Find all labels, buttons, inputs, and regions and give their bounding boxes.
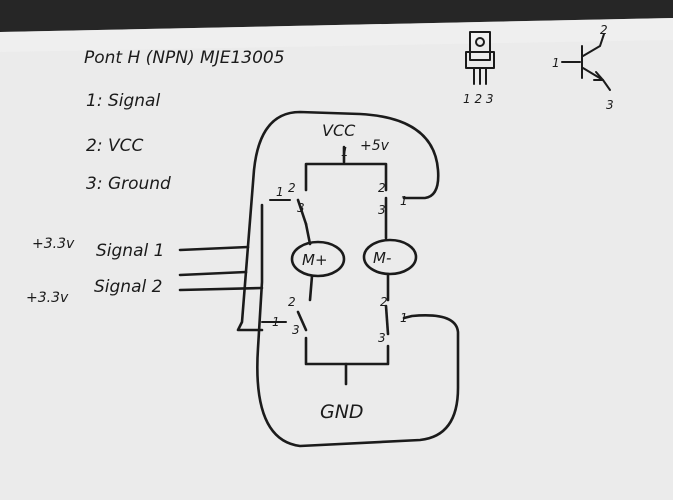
npn-transistor-symbol-icon [561, 33, 611, 91]
bl-pin-emitter: 3 [292, 323, 300, 337]
vcc-value: +5v [360, 138, 390, 154]
tl-pin-base: 1 [276, 185, 284, 199]
vcc-rail [304, 162, 388, 192]
br-pin-collector: 2 [380, 295, 388, 309]
symbol-pin-emitter: 3 [606, 98, 614, 112]
bl-pin-base: 1 [272, 315, 280, 329]
tl-pin-collector: 2 [288, 181, 296, 195]
signal2-name: Signal 2 [94, 277, 162, 297]
bottom-right-transistor [384, 304, 390, 336]
signal1-input-line [178, 245, 250, 252]
motor-minus-label: M- [373, 249, 391, 267]
top-left-transistor [296, 198, 308, 226]
legend-pin-2: 2: VCC [86, 136, 143, 156]
symbol-pin-base: 1 [552, 56, 560, 70]
signal2-input-line [178, 270, 248, 277]
symbol-pin-collector: 2 [600, 23, 608, 37]
vcc-label: VCC [322, 121, 356, 140]
br-pin-emitter: 3 [378, 331, 386, 345]
motor-plus-label: M+ [302, 251, 328, 269]
vcc-tap-pin: 1 [341, 145, 349, 159]
motor-minus-terminal [362, 238, 418, 276]
diagram-title: Pont H (NPN) MJE13005 [84, 48, 285, 68]
legend-pin-1: 1: Signal [86, 91, 160, 111]
paper-background [0, 18, 673, 500]
bl-pin-collector: 2 [288, 295, 296, 309]
tr-pin-emitter: 3 [378, 203, 386, 217]
signal1-wire [236, 110, 440, 332]
gnd-label: GND [320, 401, 364, 423]
signal2-input-line-b [178, 286, 264, 292]
tl-pin-emitter: 3 [297, 201, 305, 215]
legend-pin-3: 3: Ground [86, 174, 171, 194]
package-pin-numbers: 1 2 3 [463, 92, 494, 106]
motor-plus-terminal [290, 240, 346, 278]
signal1-name: Signal 1 [96, 241, 164, 261]
bottom-left-transistor [296, 310, 308, 332]
tr-pin-base: 1 [400, 194, 408, 208]
tr-pin-collector: 2 [378, 181, 386, 195]
signal2-voltage: +3.3v [26, 290, 69, 306]
br-pin-base: 1 [400, 311, 408, 325]
signal1-voltage: +3.3v [32, 236, 75, 252]
to220-package-icon [465, 31, 495, 85]
signal2-wire [256, 203, 460, 448]
